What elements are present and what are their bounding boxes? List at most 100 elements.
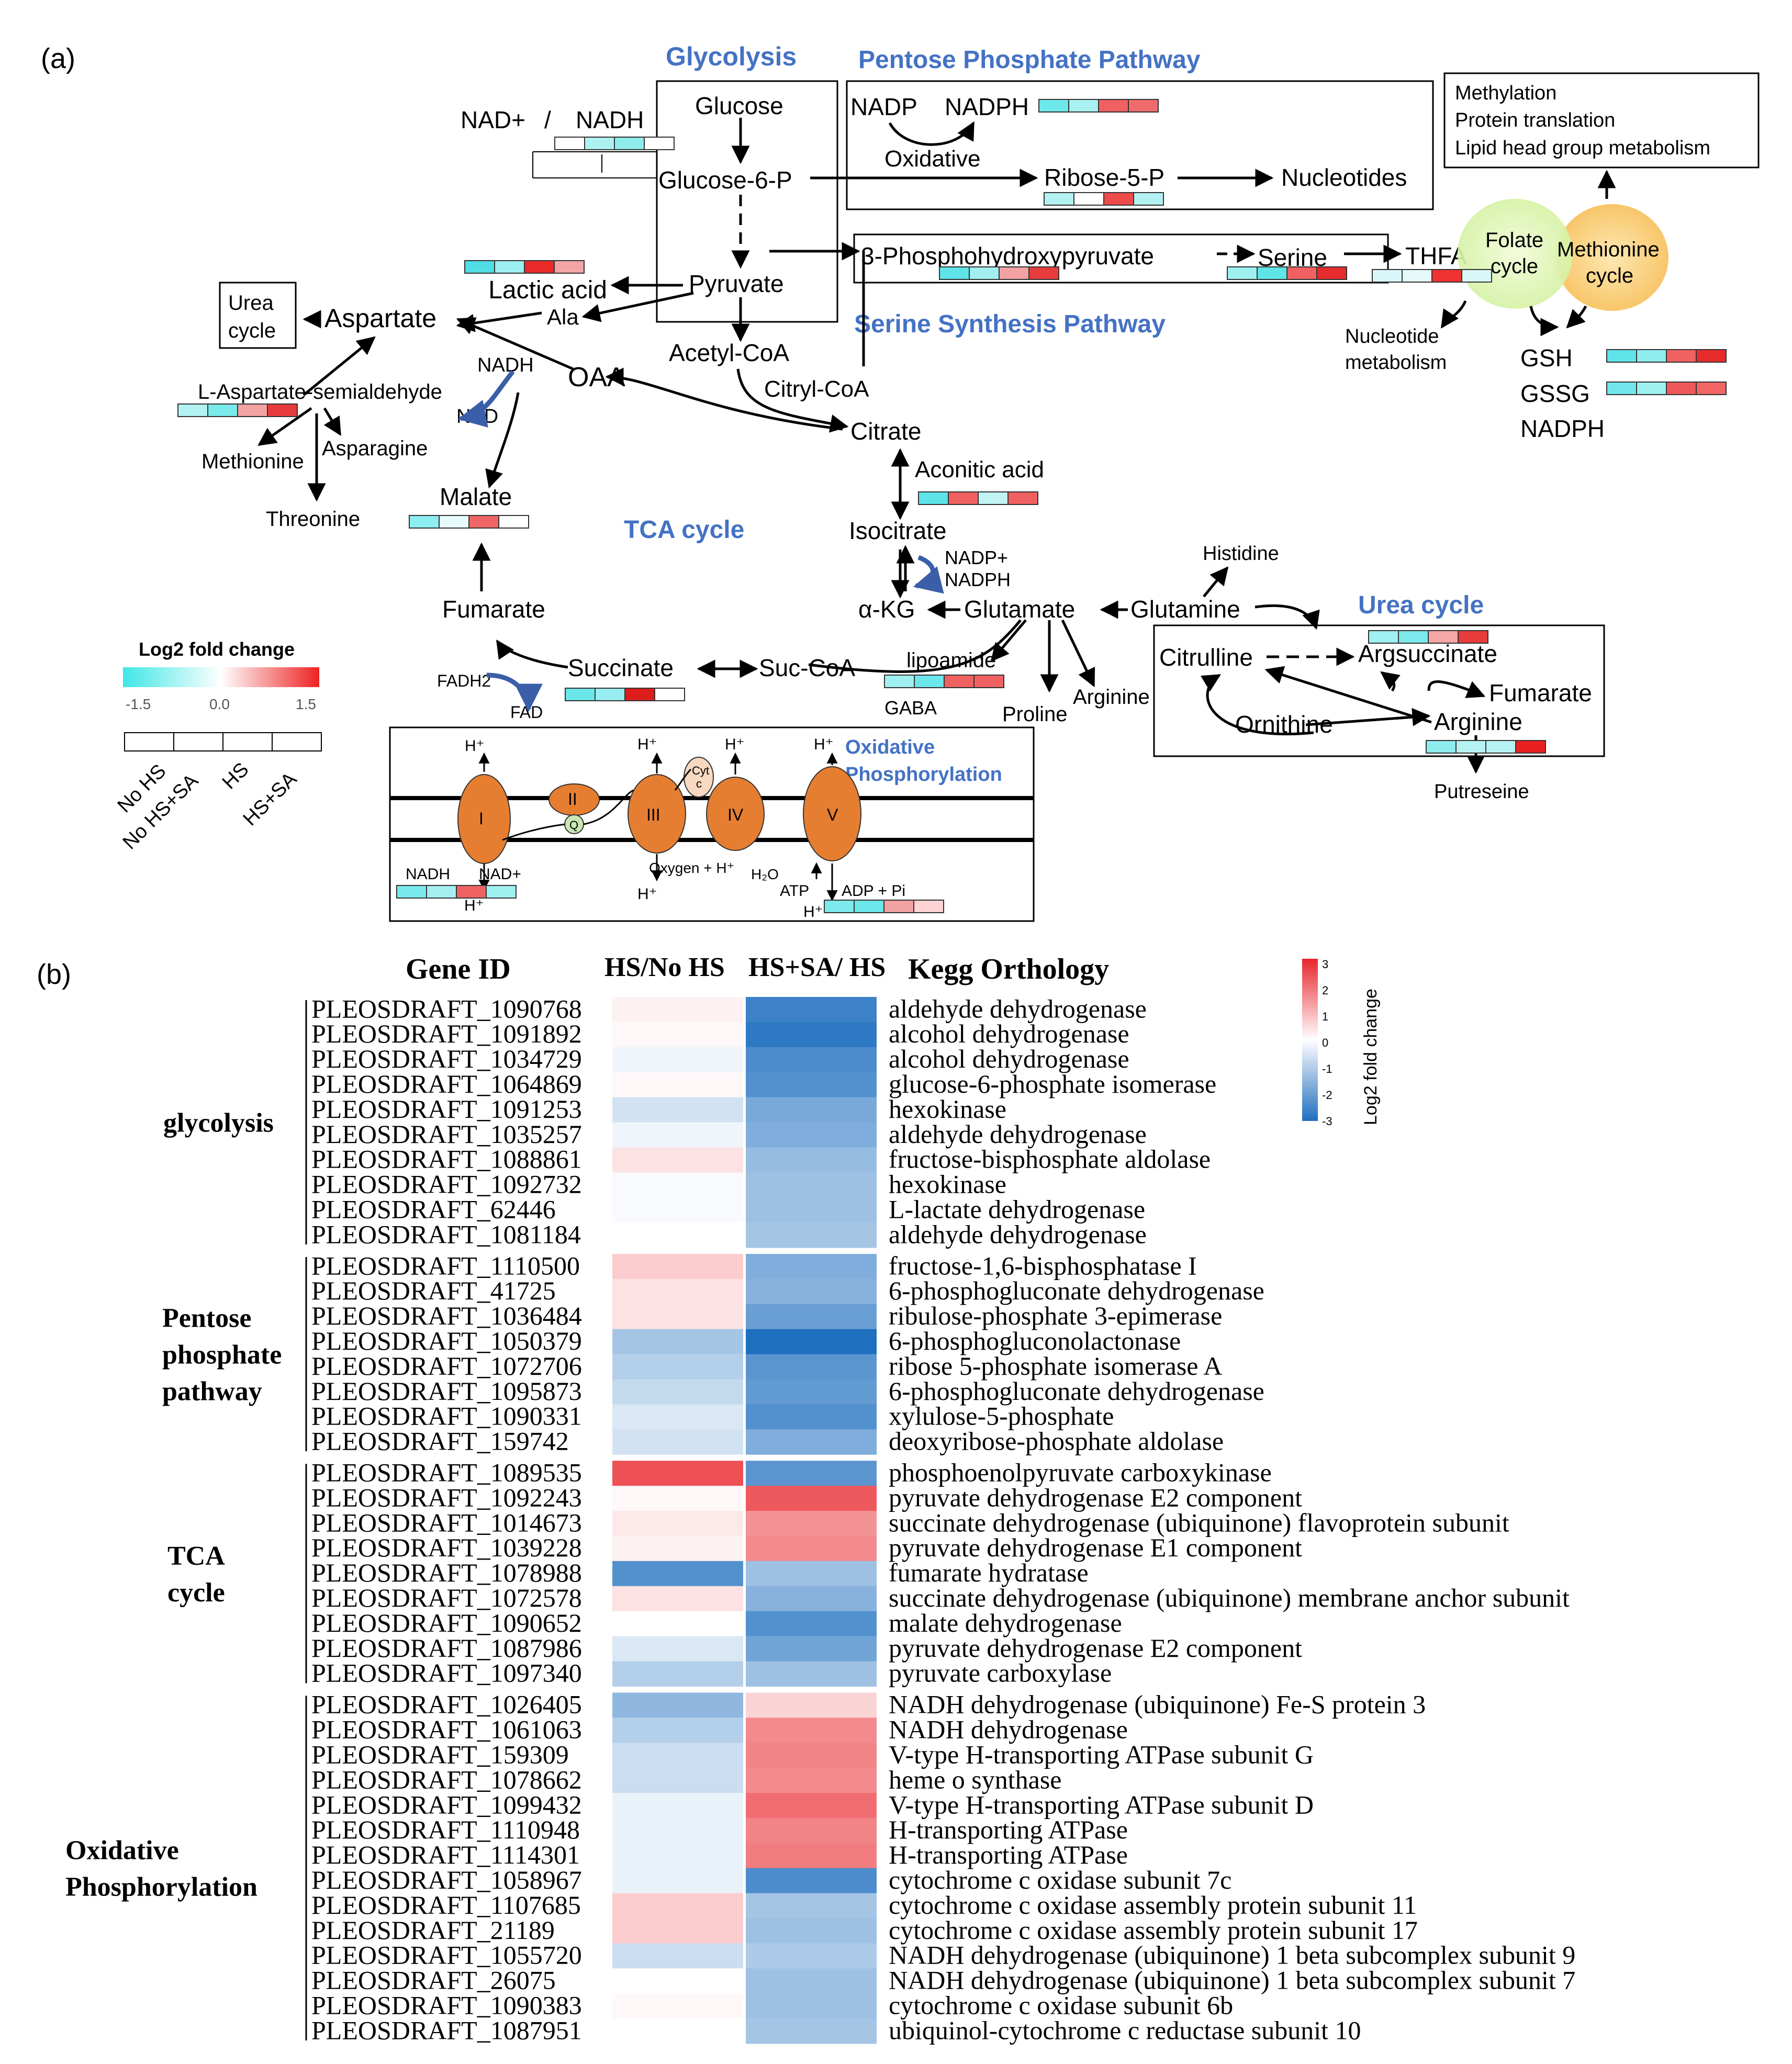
gene-id: PLEOSDRAFT_1055720 bbox=[311, 1940, 582, 1970]
node-nucleotide-metab: Nucleotide bbox=[1345, 326, 1439, 347]
folate-cycle-circle bbox=[1458, 199, 1573, 309]
heatmap-cell-hssa-hs bbox=[746, 1636, 877, 1662]
node-nadh: NADH bbox=[576, 106, 644, 133]
node-gssg: GSSG bbox=[1520, 380, 1590, 407]
heatmap-cell-hssa-hs bbox=[746, 997, 877, 1023]
node-l-asp: L-Aspartate-semialdehyde bbox=[198, 380, 442, 403]
kegg-orthology: NADH dehydrogenase (ubiquinone) 1 beta s… bbox=[889, 1940, 1575, 1970]
fold-bar-aconitic bbox=[918, 491, 1038, 505]
heatmap-cell-hs-nohs bbox=[612, 1511, 743, 1536]
fold-bar-cell-lactic-2 bbox=[524, 260, 555, 274]
gene-id: PLEOSDRAFT_62446 bbox=[311, 1194, 556, 1224]
kegg-orthology: fructose-1,6-bisphosphatase I bbox=[889, 1251, 1197, 1280]
fold-bar-cell-ribose-2 bbox=[1103, 192, 1134, 206]
heatmap-cell-hssa-hs bbox=[746, 1768, 877, 1793]
group-label: phosphate bbox=[162, 1340, 282, 1370]
gene-id: PLEOSDRAFT_1035257 bbox=[311, 1119, 582, 1149]
fold-bar-cell-gssg-3 bbox=[1696, 382, 1727, 395]
svg-text:H⁺: H⁺ bbox=[803, 903, 823, 921]
tca-nad-arrow bbox=[457, 370, 515, 428]
fold-bar-cell-aconitic-0 bbox=[918, 491, 949, 505]
heatmap-cell-hssa-hs bbox=[746, 1843, 877, 1869]
kegg-orthology: pyruvate carboxylase bbox=[889, 1658, 1112, 1688]
group-label: cycle bbox=[167, 1578, 225, 1608]
etc-inset: I II Q III Cyt c IV V H⁺ H⁺ H⁺ H⁺ H⁺ H⁺ … bbox=[390, 736, 1034, 921]
node-citrulline: Citrulline bbox=[1159, 644, 1253, 671]
fold-bar-cell-nadh_etc-2 bbox=[456, 885, 487, 899]
gene-id: PLEOSDRAFT_1078662 bbox=[311, 1765, 582, 1794]
node-methionine: Methionine bbox=[201, 450, 304, 473]
pathway-titles: Glycolysis Pentose Phosphate Pathway Ser… bbox=[624, 42, 1484, 786]
heatmap-cell-hs-nohs bbox=[612, 1047, 743, 1073]
fold-bar-thfa bbox=[1372, 269, 1492, 283]
fold-bar-cell-nadph-2 bbox=[1098, 99, 1129, 113]
fold-bar-cell-succinate-0 bbox=[565, 688, 596, 701]
node-nucleotide-metab-2: metabolism bbox=[1345, 352, 1447, 374]
fold-bar-cell-arginine-3 bbox=[1515, 740, 1546, 754]
svg-text:H⁺: H⁺ bbox=[814, 736, 834, 753]
node-malate: Malate bbox=[440, 483, 512, 510]
heatmap-cell-hssa-hs bbox=[746, 1511, 877, 1536]
methionine-cycle-label: Methionine bbox=[1557, 238, 1660, 261]
fold-bar-l-asp bbox=[177, 403, 298, 417]
svg-text:I: I bbox=[479, 809, 484, 828]
heatmap-cell-hs-nohs bbox=[612, 1636, 743, 1662]
kegg-orthology: hexokinase bbox=[889, 1170, 1006, 1199]
fold-bar-cell-nadh_etc-0 bbox=[396, 885, 427, 899]
heatmap-cell-hssa-hs bbox=[746, 1278, 877, 1305]
table-row: PLEOSDRAFT_1035257 aldehyde dehydrogenase bbox=[311, 1119, 1147, 1149]
group-label: TCA bbox=[167, 1541, 225, 1571]
nad-bracket bbox=[532, 151, 657, 178]
svg-text:H⁺: H⁺ bbox=[464, 897, 484, 914]
heatmap-cell-hs-nohs bbox=[612, 1172, 743, 1198]
heatmap-cell-hssa-hs bbox=[746, 1893, 877, 1919]
kegg-orthology: aldehyde dehydrogenase bbox=[889, 1119, 1147, 1149]
heatmap-cell-hssa-hs bbox=[746, 1868, 877, 1894]
kegg-orthology: 6-phosphogluconolactonase bbox=[889, 1326, 1181, 1355]
gene-id: PLEOSDRAFT_1090383 bbox=[311, 1990, 582, 2020]
gene-id: PLEOSDRAFT_1078988 bbox=[311, 1558, 582, 1587]
heatmap-cell-hssa-hs bbox=[746, 1718, 877, 1743]
heatmap-cell-hs-nohs bbox=[612, 1278, 743, 1305]
heatmap-cell-hssa-hs bbox=[746, 1147, 877, 1173]
fold-bar-cell-nadh_etc-1 bbox=[426, 885, 457, 899]
table-row: PLEOSDRAFT_1055720 NADH dehydrogenase (ub… bbox=[311, 1940, 1575, 1970]
node-glutamine: Glutamine bbox=[1130, 596, 1240, 623]
heatmap-cell-hs-nohs bbox=[612, 1304, 743, 1330]
kegg-orthology: ubiquinol-cytochrome c reductase subunit… bbox=[889, 2015, 1361, 2045]
fold-bar-lactic bbox=[464, 260, 585, 274]
node-arginine-urea: Arginine bbox=[1434, 708, 1522, 735]
kegg-orthology: phosphoenolpyruvate carboxykinase bbox=[889, 1458, 1272, 1487]
fold-bar-cell-nad-0 bbox=[554, 137, 585, 150]
gene-id: PLEOSDRAFT_1099432 bbox=[311, 1790, 582, 1819]
fold-bar-cell-aconitic-1 bbox=[948, 491, 979, 505]
fold-bar-cell-lipoamide-0 bbox=[884, 675, 915, 688]
heatmap-cell-hs-nohs bbox=[612, 1461, 743, 1486]
colorbar-b-tick-3: 0 bbox=[1322, 1036, 1328, 1049]
svg-text:c: c bbox=[696, 777, 702, 790]
gene-id: PLEOSDRAFT_1114301 bbox=[311, 1840, 580, 1869]
heatmap-cell-hssa-hs bbox=[746, 1354, 877, 1380]
legend-a-group-2: HS bbox=[218, 758, 253, 793]
svg-text:NADH: NADH bbox=[406, 866, 450, 883]
gene-id: PLEOSDRAFT_159742 bbox=[311, 1427, 569, 1456]
panel-b-label: (b) bbox=[37, 959, 71, 990]
heatmap-cell-hssa-hs bbox=[746, 1743, 877, 1768]
node-nadph-tca: NADPH bbox=[945, 569, 1011, 590]
fold-change-bars bbox=[177, 99, 1727, 913]
heatmap-cell-hssa-hs bbox=[746, 2018, 877, 2044]
node-asparagine: Asparagine bbox=[322, 437, 428, 460]
heatmap-cell-hssa-hs bbox=[746, 1461, 877, 1486]
